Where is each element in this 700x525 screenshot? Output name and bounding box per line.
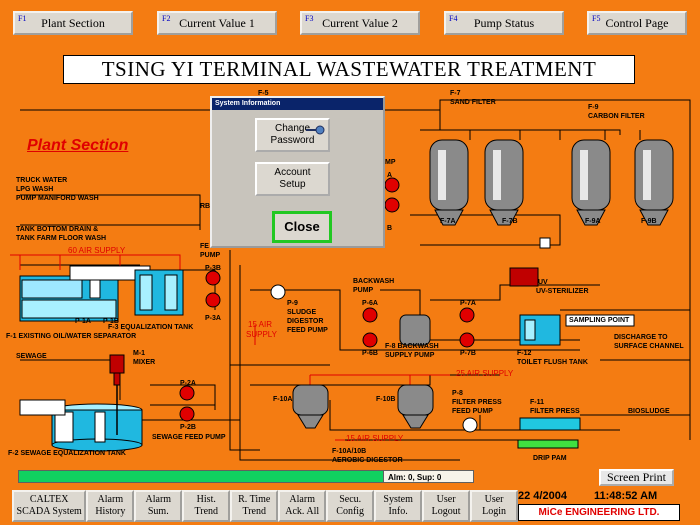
label-p3a: P-3A — [205, 315, 221, 322]
label-f3-tank: F-3 EQUALIZATION TANK — [108, 324, 194, 331]
label-p1b: P-1B — [103, 318, 119, 325]
label-mixer: MIXER — [133, 359, 156, 366]
label-backwash-pump: PUMP — [353, 287, 374, 294]
label-pump-manifold-wash: PUMP MANIFORD WASH — [16, 195, 99, 202]
user-login-button[interactable]: User Login — [470, 490, 519, 522]
time-display: 11:48:52 AM — [594, 490, 658, 502]
label-f5: F-5 — [258, 90, 269, 97]
label-uv: UV — [538, 279, 548, 286]
label-p7b: P-7B — [460, 350, 476, 357]
label-uv-sterilizer: UV-STERILIZER — [536, 288, 589, 295]
label-sewage-feed-pump: SEWAGE FEED PUMP — [152, 434, 226, 441]
label-air-15a-supply: SUPPLY — [246, 330, 277, 339]
label-p9: P-9 — [287, 300, 298, 307]
company-name: MiCe ENGINEERING LTD. — [518, 504, 680, 521]
screen-print-button[interactable]: Screen Print — [599, 469, 674, 486]
alarm-history-button[interactable]: Alarm History — [86, 490, 135, 522]
label-f7: F-7 — [450, 90, 461, 97]
system-information-dialog: System Information Change Password Accou… — [210, 96, 385, 248]
secu-config-button[interactable]: Secu. Config — [326, 490, 375, 522]
label-digestor: DIGESTOR — [287, 318, 324, 325]
account-setup-button[interactable]: Account Setup — [255, 162, 330, 196]
bottom-toolbar: CALTEX SCADA System Alarm History Alarm … — [12, 490, 519, 522]
label-air-25: 25 AIR SUPPLY — [456, 369, 514, 378]
label-f9: F-9 — [588, 104, 599, 111]
label-f12: F-12 — [517, 350, 532, 357]
plant-section-label: Plant Section — [27, 137, 129, 154]
label-f9b: F-9B — [641, 218, 657, 225]
date-display: 22 4/2004 — [518, 490, 567, 502]
label-p2b: P-2B — [180, 424, 196, 431]
label-f10-digestor: F-10A/10B — [332, 448, 367, 455]
label-truck-water: TRUCK WATER — [16, 177, 68, 184]
label-air-15b: 15 AIR SUPPLY — [346, 434, 404, 443]
caltex-scada-button[interactable]: CALTEX SCADA System — [12, 490, 87, 522]
label-p2a: P-2A — [180, 380, 196, 387]
alarm-ack-all-button[interactable]: Alarm Ack. All — [278, 490, 327, 522]
label-lpg-wash: LPG WASH — [16, 186, 54, 193]
alarm-count: Alm: 0, Sup: 0 — [383, 470, 474, 483]
label-f7a: F-7A — [440, 218, 456, 225]
label-m1: M-1 — [133, 350, 146, 357]
label-p6b: P-6B — [362, 350, 378, 357]
label-sewage: SEWAGE — [16, 353, 47, 360]
dialog-title: System Information — [212, 98, 383, 110]
alarm-sum-button[interactable]: Alarm Sum. — [134, 490, 183, 522]
change-password-button[interactable]: Change Password — [255, 118, 330, 152]
label-f1-separator: F-1 EXISTING OIL/WATER SEPARATOR — [6, 333, 137, 340]
label-f11: F-11 — [530, 399, 545, 406]
label-f10b: F-10B — [376, 396, 396, 403]
label-rb: RB — [200, 203, 211, 210]
label-b: B — [387, 225, 393, 232]
label-pump-side: PUMP — [200, 252, 221, 259]
label-tank-drain: TANK BOTTOM DRAIN & — [16, 226, 99, 233]
key-icon — [306, 125, 325, 135]
label-discharge: DISCHARGE TO — [614, 334, 668, 341]
label-fe: FE — [200, 243, 209, 250]
r-time-trend-button[interactable]: R. Time Trend — [230, 490, 279, 522]
system-info-button[interactable]: System Info. — [374, 490, 423, 522]
label-p1a: P-1A — [75, 318, 91, 325]
label-drip-pam: DRIP PAM — [533, 455, 567, 462]
label-pump-mp: MP — [385, 159, 396, 166]
label-tank-floor: TANK FARM FLOOR WASH — [16, 235, 107, 242]
label-f8-supply: SUPPLY PUMP — [385, 352, 435, 359]
label-a: A — [387, 172, 393, 179]
label-biosludge: BIOSLUDGE — [628, 408, 670, 415]
label-f8: F-8 BACKWASH — [385, 343, 439, 350]
label-surface-channel: SURFACE CHANNEL — [614, 343, 684, 350]
close-button[interactable]: Close — [272, 211, 332, 243]
label-f10a: F-10A — [273, 396, 293, 403]
label-air-60: 60 AIR SUPPLY — [68, 246, 126, 255]
label-toilet-flush-tank: TOILET FLUSH TANK — [517, 359, 588, 366]
label-carbon-filter: CARBON FILTER — [588, 113, 645, 120]
label-f9a: F-9A — [585, 218, 601, 225]
label-p3b: P-3B — [205, 265, 221, 272]
user-logout-button[interactable]: User Logout — [422, 490, 471, 522]
label-backwash: BACKWASH — [353, 278, 395, 285]
label-filter-press-feed-pump: FEED PUMP — [452, 408, 493, 415]
label-p6a: P-6A — [362, 300, 378, 307]
label-aerobic-digestor: AEROBIC DIGESTOR — [332, 457, 403, 464]
label-sludge: SLUDGE — [287, 309, 317, 316]
label-f7b: F-7B — [502, 218, 518, 225]
hist-trend-button[interactable]: Hist. Trend — [182, 490, 231, 522]
label-f2-tank: F-2 SEWAGE EQUALIZATION TANK — [8, 450, 126, 457]
label-filter-press: FILTER PRESS — [530, 408, 580, 415]
label-filter-press-feed: FILTER PRESS — [452, 399, 502, 406]
page-title: TSING YI TERMINAL WASTEWATER TREATMENT — [63, 55, 635, 84]
label-p7a: P-7A — [460, 300, 476, 307]
label-p8: P-8 — [452, 390, 463, 397]
label-sand-filter: SAND FILTER — [450, 99, 496, 106]
label-feed-pump: FEED PUMP — [287, 327, 328, 334]
label-air-15a: 15 AIR — [248, 320, 273, 329]
label-sampling-point: SAMPLING POINT — [569, 317, 630, 324]
